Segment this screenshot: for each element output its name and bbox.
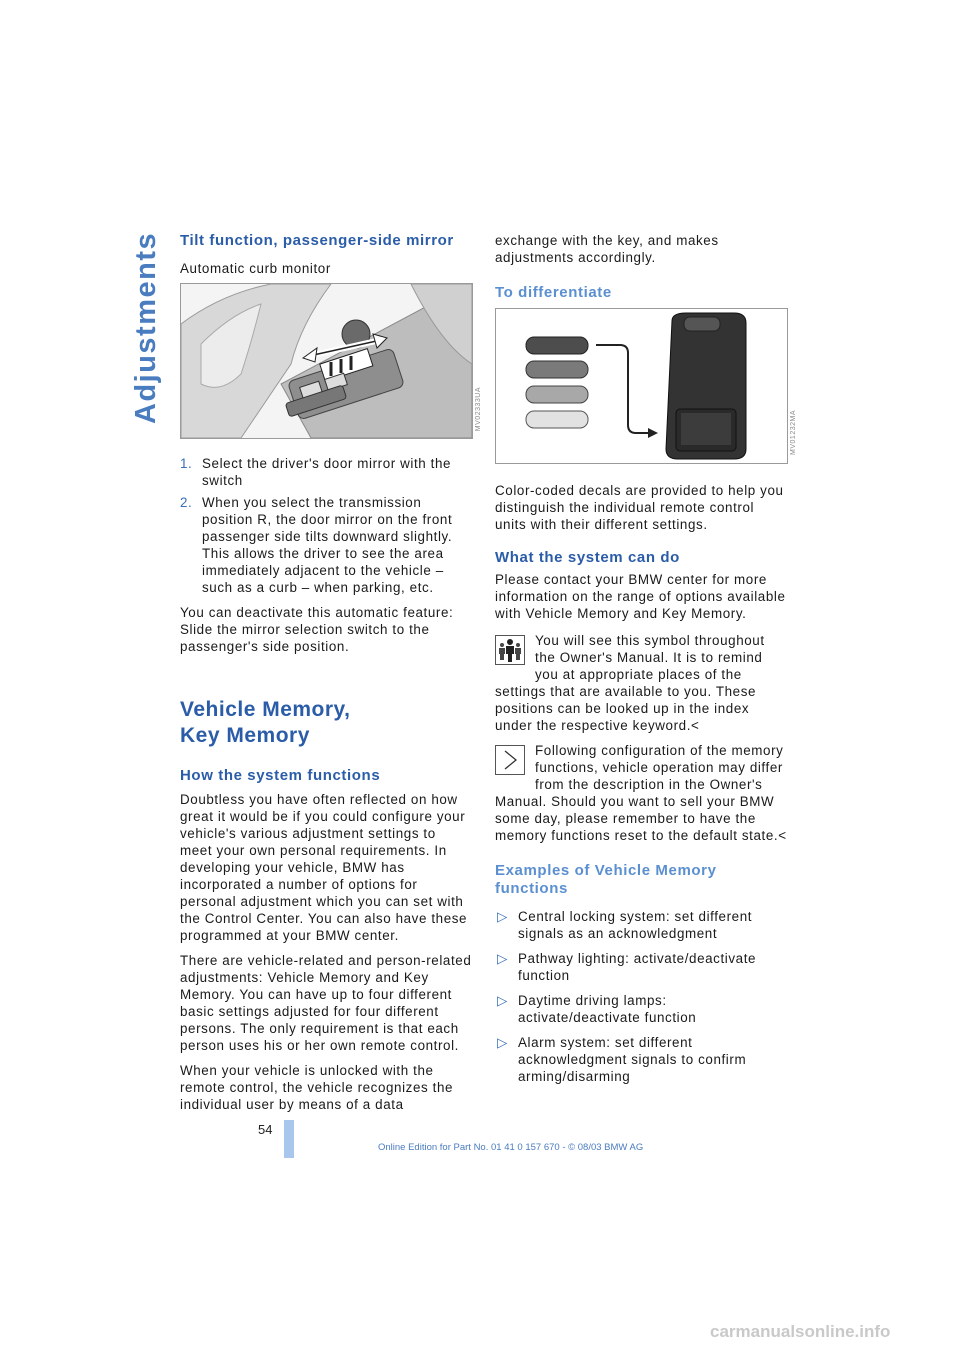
tilt-subheading: Automatic curb monitor	[180, 261, 331, 276]
note-2-text: Following configuration of the memory fu…	[495, 743, 784, 843]
side-tab-label: Adjustments	[130, 231, 162, 424]
differentiate-text: Color-coded decals are provided to help …	[495, 483, 784, 532]
section-title-line2: Key Memory	[180, 724, 310, 747]
how-paragraph-3: When your vehicle is unlocked with the r…	[180, 1063, 454, 1112]
step-text: When you select the transmission positio…	[202, 495, 453, 595]
bullet-arrow-icon: ▷	[497, 951, 508, 966]
step-item: 1. Select the driver's door mirror with …	[180, 455, 472, 489]
step-text: Select the driver's door mirror with the…	[202, 456, 452, 488]
example-text: Alarm system: set different acknowledgme…	[518, 1035, 747, 1084]
example-text: Pathway lighting: activate/deactivate fu…	[518, 951, 757, 983]
section-side-tab: Adjustments	[122, 228, 162, 428]
note-1-text: You will see this symbol throughout the …	[495, 633, 765, 733]
note-caution: Following configuration of the memory fu…	[495, 742, 787, 844]
bullet-arrow-icon: ▷	[497, 909, 508, 924]
tilt-heading: Tilt function, passenger-side mirror	[180, 232, 454, 249]
note-1-end: <	[691, 718, 700, 733]
bullet-arrow-icon: ▷	[497, 993, 508, 1008]
memory-persons-icon	[495, 635, 525, 665]
right-column-body: Color-coded decals are provided to help …	[495, 482, 787, 1093]
step-number: 2.	[180, 495, 193, 510]
section-title-line1: Vehicle Memory,	[180, 698, 351, 721]
deactivate-text: You can deactivate this automatic featur…	[180, 605, 454, 654]
can-do-heading: What the system can do	[495, 549, 680, 566]
how-heading: How the system functions	[180, 767, 381, 784]
figure2-code: MV01232MA	[790, 410, 797, 455]
remote-keys-figure	[495, 308, 788, 464]
how-paragraph-2: There are vehicle-related and person-rel…	[180, 953, 472, 1053]
left-column-body: 1. Select the driver's door mirror with …	[180, 455, 472, 1121]
online-edition-text: Online Edition for Part No. 01 41 0 157 …	[378, 1142, 644, 1153]
footer-bar	[284, 1120, 294, 1158]
note-2-end: <	[778, 828, 787, 843]
note-memory-symbol: You will see this symbol throughout the …	[495, 632, 787, 734]
step-number: 1.	[180, 456, 193, 471]
page-number: 54	[258, 1122, 273, 1137]
example-item: ▷ Alarm system: set different acknowledgm…	[495, 1034, 787, 1085]
can-do-text: Please contact your BMW center for more …	[495, 572, 786, 621]
example-item: ▷ Central locking system: set different s…	[495, 908, 787, 942]
example-text: Daytime driving lamps: activate/deactiva…	[518, 993, 697, 1025]
example-item: ▷ Pathway lighting: activate/deactivate f…	[495, 950, 787, 984]
caution-triangle-icon	[495, 745, 525, 775]
watermark: carmanualsonline.info	[710, 1322, 891, 1341]
how-paragraph-1: Doubtless you have often reflected on ho…	[180, 792, 468, 943]
examples-heading: Examples of Vehicle Memory functions	[495, 862, 717, 897]
mirror-switch-illustration	[181, 284, 472, 438]
bullet-arrow-icon: ▷	[497, 1035, 508, 1050]
left-column: Tilt function, passenger-side mirror Aut…	[180, 232, 472, 289]
right-column-top: exchange with the key, and makes adjustm…	[495, 232, 787, 302]
remote-keys-illustration	[496, 309, 787, 463]
mirror-switch-figure	[180, 283, 473, 439]
continued-text: exchange with the key, and makes adjustm…	[495, 233, 719, 265]
differentiate-heading: To differentiate	[495, 284, 612, 301]
example-item: ▷ Daytime driving lamps: activate/deactiv…	[495, 992, 787, 1026]
figure1-code: MV02333UA	[475, 387, 482, 432]
step-item: 2. When you select the transmission posi…	[180, 494, 472, 596]
example-text: Central locking system: set different si…	[518, 909, 753, 941]
